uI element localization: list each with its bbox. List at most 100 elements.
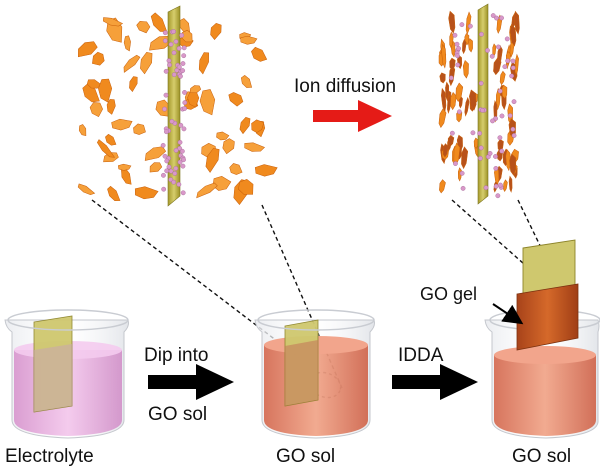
ion-dot [485, 48, 490, 53]
dip-arrow: Dip into GO sol [144, 345, 234, 425]
ion-dot [495, 44, 501, 50]
go-flake [82, 83, 100, 103]
ion-dot [162, 38, 168, 44]
go-gel-flake [465, 11, 472, 35]
go-gel-flake [503, 179, 508, 193]
go-gel-flake [469, 89, 477, 111]
go-gel-flake [508, 175, 513, 193]
go-gel-flake [461, 146, 469, 170]
ion-dot [164, 129, 169, 135]
go-gel-flake [445, 81, 450, 102]
ion-dot [166, 164, 172, 170]
go-gel-flake [441, 87, 447, 113]
ion-dot [180, 190, 186, 196]
go-flake [103, 17, 124, 27]
ion-dot [171, 179, 177, 185]
ion-dot [178, 73, 183, 79]
ion-dot [509, 73, 515, 79]
ion-dot [176, 182, 182, 187]
go-flake [123, 54, 141, 73]
go-gel-flake [492, 43, 497, 57]
go-flake [181, 29, 193, 43]
go-flake [107, 185, 121, 201]
ion-dot [177, 159, 183, 165]
go-flake [149, 162, 163, 173]
go-gel-slab [516, 283, 579, 351]
ion-dot [162, 106, 167, 112]
ion-dot [181, 157, 186, 163]
ion-dot [166, 58, 172, 64]
ion-dot [174, 67, 180, 73]
ion-dot [161, 186, 167, 192]
ion-dot [510, 58, 516, 64]
ion-dot [499, 113, 505, 119]
ion-dot [487, 151, 493, 156]
ion-dot [477, 130, 483, 136]
ion-dot [499, 148, 505, 154]
ion-dot [162, 30, 168, 36]
ion-dot [490, 13, 496, 18]
ion-dot [455, 53, 460, 59]
go-flake [216, 131, 230, 141]
go-flake [123, 35, 131, 52]
go-flake [78, 41, 98, 58]
ion-dot [470, 130, 476, 136]
ion-dot [181, 45, 187, 51]
go-gel-flake [499, 70, 506, 86]
go-flake [92, 51, 105, 66]
ion-dot [177, 145, 183, 151]
go-gel-flake [450, 91, 457, 111]
ion-column-left [160, 29, 188, 196]
ion-dot [172, 171, 178, 176]
ion-dot [171, 29, 177, 34]
ion-dot [169, 119, 175, 124]
ion-dot [173, 165, 179, 171]
go-flake [244, 142, 265, 152]
go-flake [240, 74, 253, 88]
ion-dot [176, 46, 182, 51]
go-flake [254, 164, 278, 177]
ion-dot [180, 68, 186, 73]
go-flake [150, 12, 168, 32]
beaker-go-sol-right [484, 239, 600, 439]
ion-dot [493, 183, 499, 189]
electrolyte-label: Electrolyte [5, 446, 94, 467]
ion-dot [162, 153, 168, 159]
ion-dot [457, 109, 462, 115]
ion-dot [510, 65, 516, 71]
go-flake [129, 76, 138, 93]
go-flake [205, 147, 220, 173]
ion-dot [168, 168, 174, 174]
go-flake [210, 22, 222, 40]
go-gel-flake [449, 57, 456, 71]
go-gel-label: GO gel [420, 284, 477, 304]
go-gel-flake [457, 167, 462, 182]
idda-arrow: IDDA [392, 345, 478, 400]
ion-dot [493, 166, 499, 171]
go-gel-flake [514, 53, 519, 77]
go-flake [77, 183, 96, 195]
ion-dot [490, 118, 495, 124]
ion-dot [168, 41, 174, 47]
ion-dot [182, 100, 188, 106]
ion-dot [454, 41, 460, 47]
go-flake [89, 102, 103, 118]
ion-dot [511, 99, 517, 105]
ion-dot [171, 50, 177, 56]
go-flake [196, 182, 218, 199]
go-flake [136, 21, 151, 34]
ion-dot [479, 31, 484, 37]
ion-dot [497, 135, 503, 141]
ion-dot [181, 53, 187, 59]
electrode-top-left [160, 5, 188, 207]
go-gel-flake [462, 60, 469, 79]
go-flake [239, 117, 251, 135]
go-flake [229, 163, 243, 175]
ion-dot [483, 185, 489, 191]
go-gel-flake [453, 142, 461, 166]
go-flake [189, 85, 202, 94]
go-gel-flake [464, 96, 470, 117]
go-gel-flake [513, 10, 520, 35]
ion-dot [493, 154, 498, 159]
